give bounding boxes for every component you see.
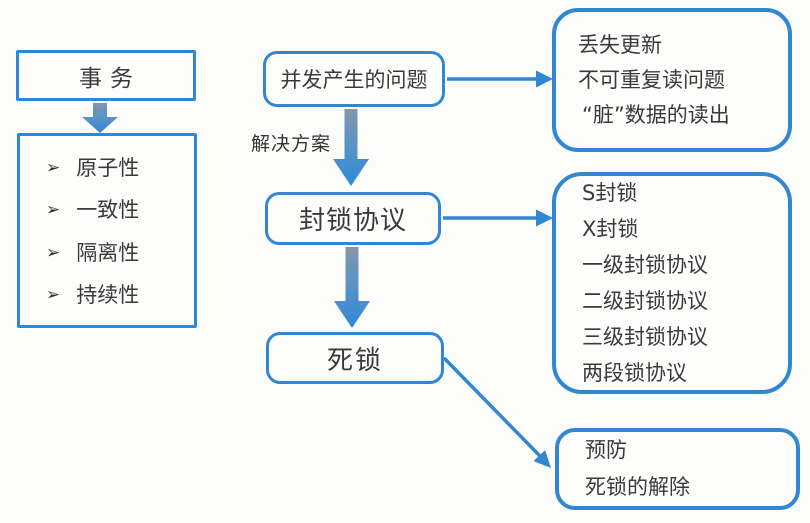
- concurrency-problem-list-box: 丢失更新 不可重复读问题 “脏”数据的读出: [552, 8, 792, 152]
- protocol-item: S封锁: [582, 181, 638, 205]
- solution-arrow-label: 解决方案: [251, 133, 332, 155]
- protocol-item: 三级封锁协议: [582, 325, 708, 349]
- locking-protocol-label: 封锁协议: [298, 206, 407, 236]
- arrow-diagonal-icon: [442, 356, 551, 468]
- protocol-item: 两段锁协议: [582, 361, 687, 385]
- list-item-consistency: ➢ 一致性: [46, 194, 139, 224]
- property-label: 一致性: [76, 198, 140, 223]
- property-label: 原子性: [76, 156, 140, 181]
- list-item-isolation: ➢ 隔离性: [46, 237, 139, 267]
- concurrency-problems-label: 并发产生的问题: [280, 68, 428, 92]
- list-item-atomicity: ➢ 原子性: [46, 152, 139, 182]
- arrow-right-icon: [447, 70, 553, 88]
- arrowhead-bullet-icon: ➢: [46, 284, 61, 305]
- property-label: 持续性: [76, 282, 140, 307]
- block-arrow-down-icon: [334, 247, 370, 328]
- resolution-item: 预防: [585, 438, 627, 462]
- deadlock-box: 死锁: [266, 332, 444, 384]
- protocol-item: 一级封锁协议: [582, 253, 708, 277]
- block-arrow-down-icon: [333, 109, 369, 186]
- problem-item: “脏”数据的读出: [582, 102, 730, 127]
- resolution-item: 死锁的解除: [585, 475, 690, 499]
- arrowhead-bullet-icon: ➢: [46, 200, 61, 221]
- transaction-properties-box: ➢ 原子性 ➢ 一致性 ➢ 隔离性 ➢ 持续性: [17, 133, 197, 328]
- arrowhead-bullet-icon: ➢: [46, 158, 61, 179]
- block-arrow-down-icon: [82, 103, 118, 133]
- arrowhead-bullet-icon: ➢: [46, 242, 61, 263]
- locking-protocol-box: 封锁协议: [265, 192, 441, 245]
- transaction-label: 事务: [79, 65, 141, 92]
- locking-protocol-list-box: S封锁 X封锁 一级封锁协议 二级封锁协议 三级封锁协议 两段锁协议: [552, 172, 792, 394]
- protocol-item: 二级封锁协议: [582, 289, 708, 313]
- transaction-box: 事务: [16, 50, 196, 101]
- list-item-durability: ➢ 持续性: [46, 279, 139, 309]
- problem-item: 丢失更新: [578, 32, 662, 57]
- property-label: 隔离性: [76, 240, 140, 265]
- concurrency-problems-box: 并发产生的问题: [263, 51, 445, 107]
- deadlock-resolution-box: 预防 死锁的解除: [555, 428, 800, 510]
- arrow-right-icon: [443, 209, 553, 227]
- protocol-item: X封锁: [582, 217, 639, 241]
- deadlock-label: 死锁: [326, 345, 383, 376]
- problem-item: 不可重复读问题: [578, 67, 725, 92]
